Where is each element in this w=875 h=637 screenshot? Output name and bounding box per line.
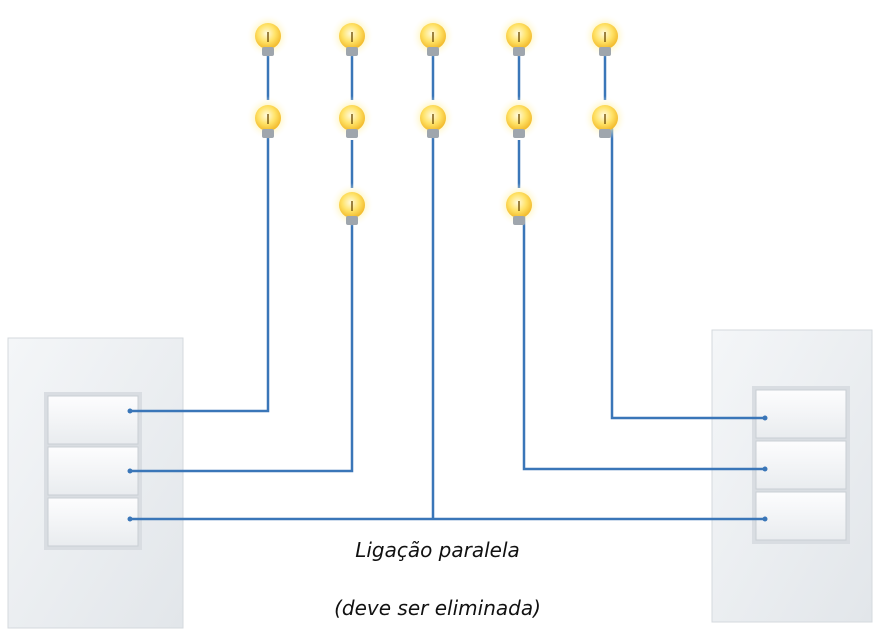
- bulb-icon: [411, 14, 455, 58]
- wires: [130, 55, 765, 521]
- bulb-icon: [246, 14, 290, 58]
- bulb-icon: [583, 14, 627, 58]
- bulb-icon: [330, 183, 374, 227]
- bulbs: [246, 14, 627, 227]
- wire-left-top: [130, 120, 270, 413]
- wire-right-middle: [522, 208, 765, 471]
- bulb-icon: [497, 14, 541, 58]
- terminals: [127, 408, 768, 522]
- caption-main: Ligação paralela: [355, 538, 520, 562]
- left-switch-key-1[interactable]: [47, 395, 139, 445]
- right-switch-key-2[interactable]: [755, 440, 847, 490]
- wire-left-middle: [130, 208, 354, 473]
- wire-right-top: [610, 120, 765, 420]
- right-switch-plate: [711, 329, 873, 623]
- bulb-icon: [330, 96, 374, 140]
- caption-sub: (deve ser eliminada): [334, 596, 541, 620]
- right-switch-key-1[interactable]: [755, 389, 847, 439]
- bulb-icon: [330, 14, 374, 58]
- left-switch-plate: [7, 337, 184, 629]
- left-switch-key-2[interactable]: [47, 446, 139, 496]
- bulb-icon: [497, 96, 541, 140]
- bulb-icon: [583, 96, 627, 140]
- bulb-icon: [497, 183, 541, 227]
- right-switch-key-3[interactable]: [755, 491, 847, 541]
- left-switch-key-3[interactable]: [47, 497, 139, 547]
- bulb-icon: [411, 96, 455, 140]
- bulb-icon: [246, 96, 290, 140]
